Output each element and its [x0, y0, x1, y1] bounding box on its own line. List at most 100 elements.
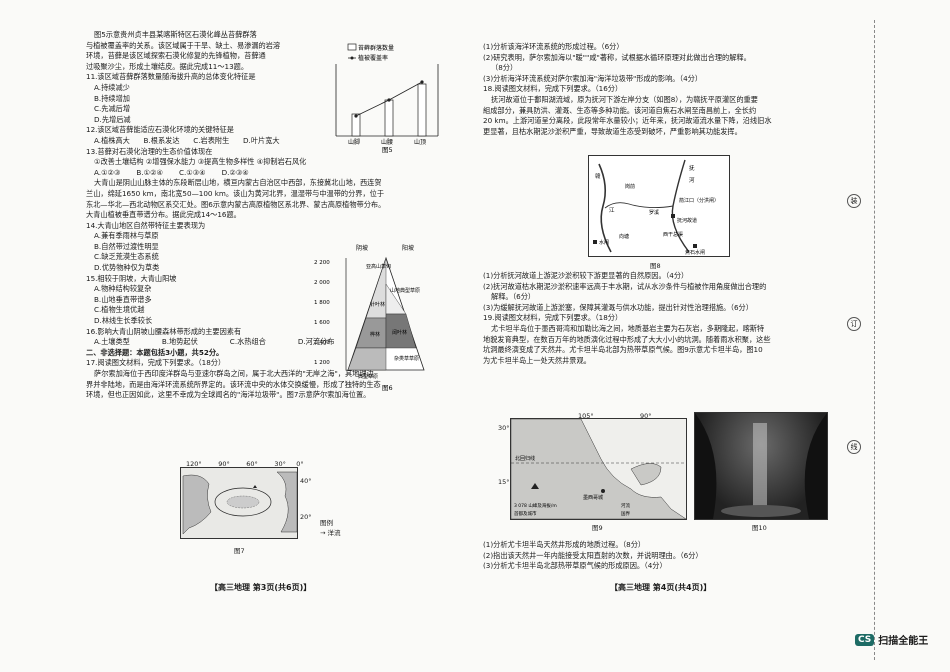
intro-line: 过吸聚沙尘，形成土壤结皮。据此完成11～13题。 [86, 61, 249, 71]
option: B.地势起伏 [161, 337, 198, 347]
option: A.兼有季雨林与草原 [94, 231, 159, 241]
q19-line: 为尤卡坦半岛上一处天然井景观。 [483, 355, 591, 365]
land-americas [182, 474, 212, 535]
q14-16: 14.大青山地区自然带特征主要表现为 A.兼有季雨林与草原 B.自然带过渡性明显… [86, 221, 316, 338]
lat-label: 20° [300, 513, 312, 521]
legend-label: 3 078 山峰及海拔/m [514, 502, 557, 509]
page-4-footer: 【高三地理 第4页(共4页)】 [610, 583, 712, 592]
question-18: 18.阅读图文材料，完成下列要求。（16分） [483, 84, 623, 94]
map-label: 抚河故道 [677, 217, 697, 224]
options-row: A.植株高大 B.根系发达 C.岩表附生 D.叶片宽大 [86, 136, 316, 147]
elevation-tick: 2 200 [314, 260, 330, 266]
map-label: 抚 [689, 164, 695, 172]
figure-5-caption: 图5 [382, 146, 393, 153]
q17-sub: （8分） [491, 63, 518, 73]
q19-sub: (1)分析尤卡坦半岛天然井形成的地质过程。（8分） [483, 540, 646, 549]
map-label: 墨西哥城 [583, 494, 603, 501]
legend-label: 国界 [621, 511, 630, 517]
x-tick-label: 山顶 [414, 138, 426, 146]
options-row: A.①②③ B.①②④ C.①③④ D.②③④ [86, 168, 316, 179]
zone-broadleaf [385, 313, 417, 349]
q17-sub: (1)分析该海洋环流系统的形成过程。（6分） [483, 42, 624, 51]
q18-sub: (2)抚河故道枯水期泥沙淤积速率远高于丰水期，试从水沙条件与植被作用角度做出合理… [483, 281, 767, 291]
q18-sub: (3)为缓解抚河故道上游淤塞，保障其灌溉与供水功能，提出针对性治理措施。（6分） [483, 302, 753, 312]
q18-sub: (1)分析抚河故道上游泥沙淤积较下游更显著的自然原因。（4分） [483, 271, 689, 280]
elevation-tick: 1 400 [314, 340, 330, 346]
option: B.自然带过渡性明显 [94, 241, 159, 251]
zone-label: 典型草原 [358, 373, 378, 380]
elevation-tick: 2 000 [314, 280, 330, 286]
figure-10-caption: 图10 [752, 524, 767, 532]
bar [417, 83, 427, 137]
section-heading: 二、非选择题：本题包括3小题，共52分。 [86, 347, 224, 357]
option: C.缺乏荒漠生态系统 [94, 252, 159, 262]
lon-label: 90° [640, 412, 652, 420]
q19-subquestions: (1)分析尤卡坦半岛天然井形成的地质过程。（8分） (2)指出该天然井一年内能接… [483, 540, 843, 572]
option: D.叶片宽大 [243, 135, 280, 145]
elevation-tick: 1 200 [314, 360, 330, 366]
map-label: 岗前 [625, 183, 635, 190]
q17-sub: (2)研究表明，萨尔索加海以"暖""咸"著称，试根据水循环原理对此做出合理的解释… [483, 52, 751, 62]
page-3-footer: 【高三地理 第3页(共6页)】 [210, 583, 312, 592]
q18-line: 抚河故道位于鄱阳湖流域，原为抚河下游左岸分支（如图8），为赣抚平原灌区的重要 [491, 94, 758, 104]
shady-slope-label: 阴坡 [356, 244, 368, 252]
sluice-marker [671, 214, 675, 218]
legend-bar-label: 苔藓群落数量 [358, 44, 394, 52]
lat-label: 40° [300, 477, 312, 485]
q18-line: 20 km。上游河道呈分离段，此段常年水量较小；近年来，抚河故道流水量下降，沿线… [483, 116, 772, 126]
waterfall [753, 423, 767, 513]
binding-marker: 装 [847, 194, 861, 208]
option: A.①②③ [94, 167, 121, 177]
figure-10-photo [694, 412, 828, 520]
lon-label: 0° [296, 460, 304, 468]
map-label: 箭江口（分洪闸） [679, 197, 719, 204]
q19-sub: (3)分析尤卡坦半岛北部热带草原气候的形成原因。（4分） [483, 561, 667, 571]
sunny-slope-label: 阳坡 [402, 244, 414, 252]
q19-line: 地貌发育典型，在数百万年的地质演化过程中形成了大大小小的坑洞。随着雨水积聚，这些 [483, 334, 771, 344]
q19-line: 尤卡坦半岛位于墨西哥湾和加勒比海之间，地质基岩主要为石灰岩，多期隆起，喀斯特 [491, 323, 765, 333]
scanner-logo: CS [855, 633, 875, 646]
question-17: 17.阅读图文材料，完成下列要求。（18分） [86, 358, 226, 368]
map-label: 赣 [595, 172, 601, 180]
lat-label: 15° [498, 478, 510, 486]
figure-9-map: 北回归线 墨西哥城 3 078 山峰及海拔/m 首都及城市 河流 国界 [510, 418, 687, 520]
figure-7-map-drawing [182, 471, 298, 535]
option: A.土壤类型 [94, 337, 130, 347]
cave-wall-right [804, 413, 827, 519]
gan-river [598, 163, 612, 253]
peak-marker [531, 483, 539, 489]
lon-label: 60° [246, 460, 258, 468]
option: C.①③④ [178, 167, 206, 177]
map-label: 江 [609, 207, 615, 214]
figure-5-chart: 苔藓群落数量 植被覆盖率 山脚 山腰 山顶 图5 [335, 43, 439, 153]
intro-line: 与植被覆盖率的关系。该区域属于干旱、缺土、易渗漏的岩溶 [86, 40, 281, 50]
map-label: 罗溪 [649, 209, 659, 216]
legend-sluice-swatch [593, 240, 597, 244]
option: C.水热组合 [229, 337, 266, 347]
question-15: 15.相较于阴坡，大青山阳坡 [86, 273, 177, 283]
right-column-top: (1)分析该海洋环流系统的形成过程。（6分） (2)研究表明，萨尔索加海以"暖"… [483, 42, 843, 137]
lon-label: 30° [274, 460, 286, 468]
legend-bar-swatch [347, 43, 357, 51]
question-11: 11.该区域苔藓群落数量随海拔升高的总体变化特征是 [86, 72, 256, 82]
fig7-lon-labels: 120° 90° 60° 30° 0° [186, 460, 304, 468]
intro2-line: 东北—华北—西北动物区系交汇处。图6示意内蒙古高原植物区系北界、蒙古高原植物带分… [86, 199, 386, 209]
mexico-land [510, 418, 687, 520]
bar [384, 99, 394, 137]
legend-item-label: 洋流 [327, 529, 341, 537]
option: B.山地垂直带谱多 [94, 294, 152, 304]
zone-label: 山地典型草原 [390, 287, 420, 294]
figure-9-caption: 图9 [592, 524, 603, 532]
legend-sluice-label: 水闸 [599, 239, 609, 246]
fu-river [671, 159, 690, 253]
intro-line: 图5示意贵州贞丰县某喀斯特区石漠化峰丛苔藓群落 [94, 30, 257, 39]
right-column-bottom: (1)分析抚河故道上游泥沙淤积较下游更显著的自然原因。（4分） (2)抚河故道枯… [483, 271, 843, 366]
zone-label: 桦林 [370, 331, 380, 338]
question-19: 19.阅读图文材料，完成下列要求。（18分） [483, 313, 623, 323]
intro2-line: 大青山是阴山山脉主体的东段断层山地，横亘内蒙古自治区中西部，东接冀北山地，西连贺 [94, 178, 382, 188]
q17-line: 界并非陆地，而是由海洋环流系统所界定的。该环流中央的水体交换缓慢，形成了独特的生… [86, 379, 381, 389]
zone-label: 杂类草草原 [394, 355, 419, 362]
intro-line: 环境，苔藓是该区域探索石漠化修复的先锋植物，苔藓通 [86, 51, 266, 61]
intro2-line: 大青山植被垂直带谱分布。据此完成14～16题。 [86, 210, 241, 220]
